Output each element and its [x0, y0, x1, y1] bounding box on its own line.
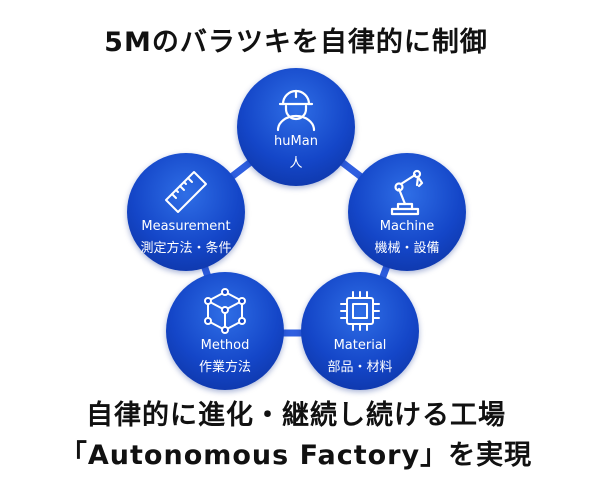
node-label-jp: 人 [289, 156, 303, 171]
node-label-en: Machine [379, 219, 435, 234]
node-label-en: Method [200, 338, 250, 353]
diagram-title: 5Mのバラツキを自律的に制御 [104, 27, 488, 58]
node-label-jp: 測定方法・条件 [140, 241, 232, 256]
node-material: Material 部品・材料 [301, 272, 419, 390]
node-label-en: Measurement [141, 219, 231, 234]
chip-icon [340, 291, 380, 331]
node-method: Method 作業方法 [166, 272, 284, 390]
robot-arm-icon [390, 169, 424, 216]
node-human: huMan 人 [237, 68, 355, 186]
node-measurement: Measurement 測定方法・条件 [127, 153, 245, 271]
node-label-en: Material [333, 338, 387, 353]
ruler-icon [165, 171, 207, 213]
node-label-en: huMan [274, 134, 318, 149]
node-label-jp: 部品・材料 [327, 360, 393, 375]
footer-line-1: 自律的に進化・継続し続ける工場 [86, 400, 506, 431]
cube-network-icon [204, 288, 246, 334]
worker-helmet-icon [276, 89, 316, 132]
footer-line-2: 「Autonomous Factory」を実現 [59, 440, 533, 471]
node-label-jp: 作業方法 [198, 360, 251, 375]
node-label-jp: 機械・設備 [374, 241, 440, 256]
node-machine: Machine 機械・設備 [348, 153, 466, 271]
